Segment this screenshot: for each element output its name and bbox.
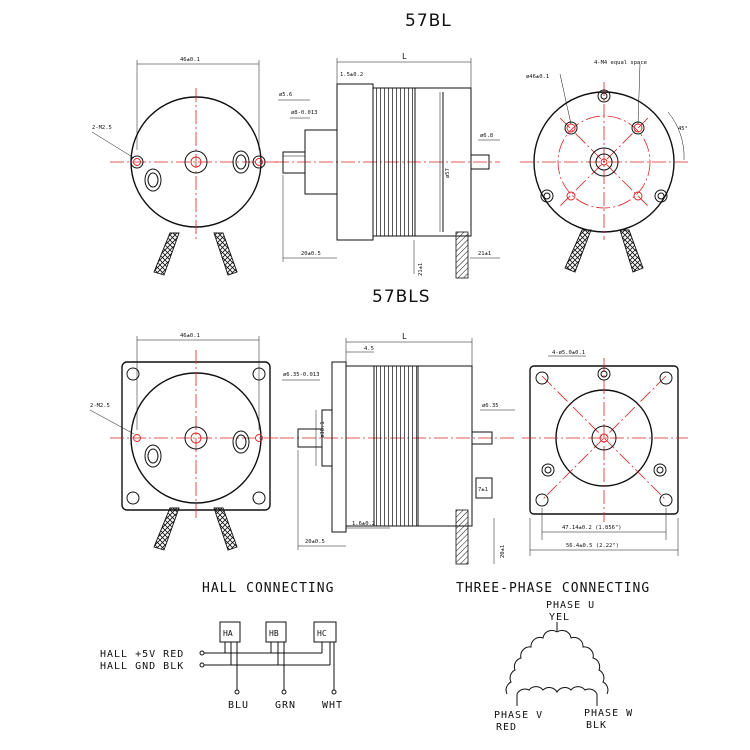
bls-front-width-dim: 46±0.1 [180,333,200,339]
bl-cable-b-dim: 21±1 [478,251,491,257]
bls-length-dim: L [402,332,407,341]
bls-pilot-dia-dim: ø38.1 [320,421,326,438]
bl-mount-note: 4-M4 equal space [594,60,647,66]
phase-coils [505,622,609,706]
bls-front-view: 46±0.1 2-M2.5 [89,333,282,551]
three-phase-title: THREE-PHASE CONNECTING [456,581,650,596]
bl-front-width-dim: 46±0.1 [180,57,200,63]
three-phase-diagram: THREE-PHASE CONNECTING PHASE U YEL PHASE… [456,581,650,733]
phase-w-label: PHASE W [584,708,633,719]
bls-holes-note: 4-ø5.0±0.1 [552,350,585,356]
bl-shaft-dia-dim: ø8-0.013 [291,110,318,116]
phase-v-color: RED [496,722,517,733]
hall-sensor-hb: HB [269,629,279,638]
bl-length-dim: L [402,52,407,61]
bl-side-view: L 1.5±0.2 ø5.6 ø8-0.013 20±0.5 ø57 ø6.8 … [275,52,500,279]
bls-flange-t-dim: 1.6±0.2 [352,521,375,527]
bls-rear-view: 4-ø5.0±0.1 47.14±0.2 (1.856") 56.4±0.5 (… [522,350,688,556]
bl-cable-a-dim: 21±1 [418,263,424,276]
bl-rear-view: ø46±0.1 4-M4 equal space 45° [520,60,690,273]
title-57bls: 57BLS [372,287,431,307]
phase-u-color: YEL [549,612,570,623]
phase-w-color: BLK [586,720,607,731]
bl-body-dia-dim: ø57 [445,168,451,178]
phase-v-label: PHASE V [494,710,543,721]
bl-flange-len-dim: 1.5±0.2 [340,72,363,78]
hall-sensor-ha: HA [223,629,233,638]
hall-connecting-diagram: HALL CONNECTING HA HB HC HALL +5V RED HA… [100,581,343,711]
hall-output-grn: GRN [275,700,296,711]
bls-cable-dim: 20±1 [500,545,506,558]
bl-shaft-len-dim: 20±0.5 [301,251,321,257]
title-57bl: 57BL [405,11,452,31]
bls-holes-left-note: 2-M2.5 [90,403,110,409]
hall-output-wht: WHT [322,700,343,711]
bl-pcd-dim: ø46±0.1 [526,74,549,80]
phase-u-label: PHASE U [546,600,595,611]
hall-output-blu: BLU [228,700,249,711]
bl-shaft-flat-dim: ø5.6 [279,92,292,98]
bls-step-dim: 4.5 [364,346,374,352]
bl-rear-shaft-dim: ø6.8 [480,133,493,139]
bl-front-view: 46±0.1 2-M2.5 [91,57,280,276]
hall-title: HALL CONNECTING [202,581,334,596]
bls-shaft-dia-dim: ø6.35-0.013 [283,372,319,378]
hall-sensor-hc: HC [317,629,327,638]
bl-holes-left-note: 2-M2.5 [92,125,112,131]
bl-angle-dim: 45° [678,126,688,132]
bls-side-view: L 4.5 ø6.35-0.013 ø38.1 20±0.5 1.6±0.2 ø… [280,332,515,565]
bls-sq-dim: 56.4±0.5 (2.22") [566,543,619,549]
hall-supply-gnd: HALL GND BLK [100,661,184,672]
hall-supply-plus: HALL +5V RED [100,649,184,660]
bls-shaft-len-dim: 20±0.5 [305,539,325,545]
bls-pcd-sq-dim: 47.14±0.2 (1.856") [562,525,622,531]
bls-rear-shaft-dim: ø6.35 [482,403,499,409]
bls-key-dim: 7±1 [478,487,488,493]
